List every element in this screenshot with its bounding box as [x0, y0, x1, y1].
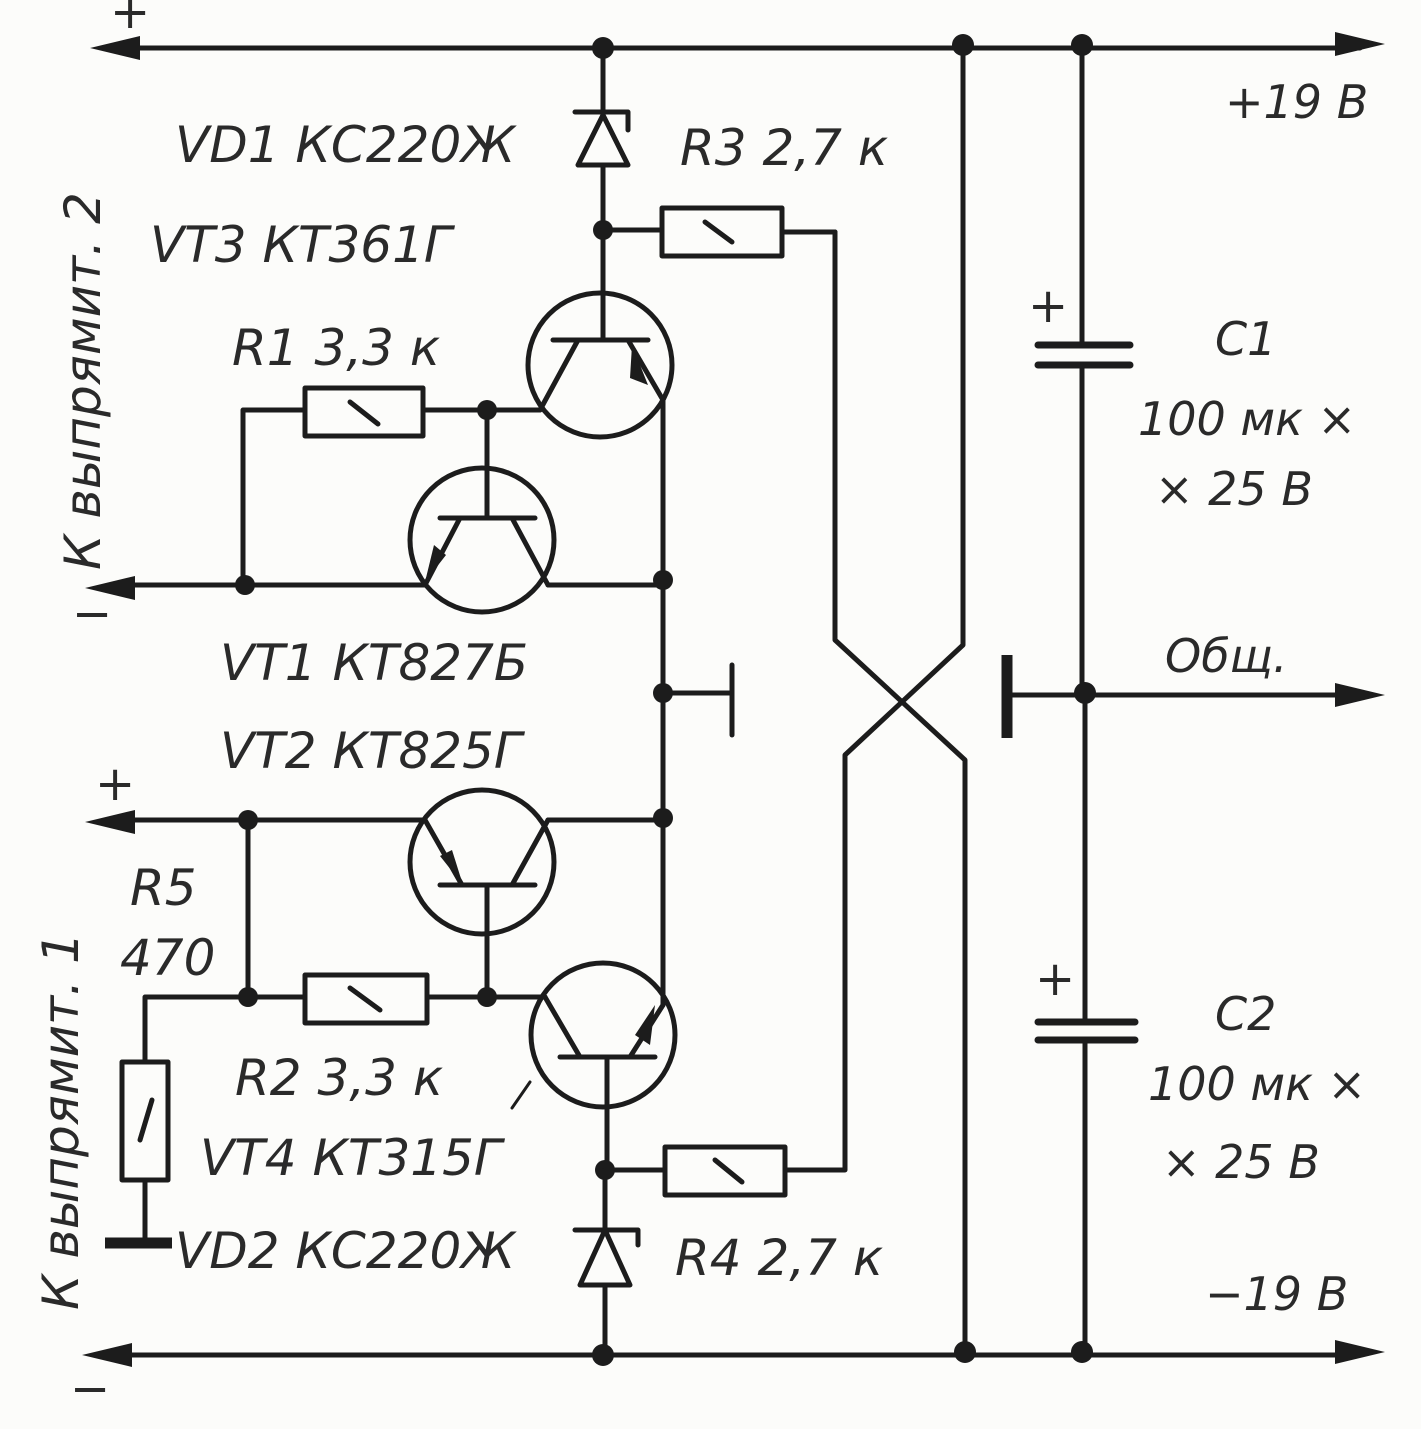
transistor-vt4	[510, 960, 678, 1173]
transistor-vt1	[407, 407, 557, 615]
emitter-arrow-icon	[635, 1005, 655, 1045]
resistor-r4	[662, 1144, 788, 1198]
capacitor-c1	[1034, 45, 1134, 696]
vt3-label: VT3 КТ361Г	[150, 216, 456, 274]
transistor-vt3	[525, 227, 675, 440]
transistor-vt2	[245, 787, 557, 1000]
rect1-label: К выпрямит. 1	[32, 932, 90, 1310]
vd1-label: VD1 КС220Ж	[175, 116, 517, 174]
junction	[952, 34, 974, 56]
cross-wires	[782, 45, 968, 1355]
common-rail	[1001, 655, 1385, 738]
resistor-r3	[659, 205, 785, 259]
positive-rail-label: +19 В	[1225, 75, 1368, 129]
junction	[477, 987, 497, 1007]
zener-diode-vd2	[572, 1167, 641, 1358]
vt1-label: VT1 КТ827Б	[220, 634, 528, 692]
resistor-r5	[119, 1059, 171, 1183]
c1-value-line1: 100 мк ×	[1138, 392, 1356, 446]
negative-rail	[82, 1340, 1385, 1367]
common-rail-label: Общ.	[1165, 629, 1288, 683]
c1-polarity-label: +	[1028, 278, 1068, 334]
c2-ref-label: C2	[1215, 987, 1276, 1041]
r2-label: R2 3,3 к	[235, 1049, 443, 1107]
c2-polarity-label: +	[1035, 951, 1075, 1007]
c2-value-line1: 100 мк ×	[1148, 1057, 1366, 1111]
c1-ref-label: C1	[1215, 312, 1276, 366]
junction	[1071, 34, 1093, 56]
c2-value-line2: × 25 В	[1162, 1135, 1320, 1189]
emitter-arrow-icon	[630, 345, 648, 385]
rect2-plus-label: +	[110, 0, 150, 40]
junction	[1071, 1341, 1093, 1363]
common-arrow-icon	[1335, 683, 1385, 707]
r1-label: R1 3,3 к	[232, 319, 440, 377]
rect1-minus-label: −	[70, 1361, 110, 1417]
rail-left-arrow-icon	[82, 1343, 132, 1367]
positive-rail	[90, 32, 1385, 60]
r5-value-label: 470	[120, 929, 215, 987]
rect2-label: К выпрямит. 2	[54, 192, 112, 570]
capacitor-c2	[1034, 690, 1139, 1355]
r3-label: R3 2,7 к	[680, 119, 888, 177]
emitter-arrow-icon	[440, 850, 463, 885]
emitter-arrow-icon	[425, 545, 446, 582]
negative-rail-label: −19 В	[1205, 1267, 1348, 1321]
rail-left-arrow-icon	[90, 36, 140, 60]
junction	[653, 570, 673, 590]
zener-diode-vd1	[572, 45, 631, 233]
rail-right-arrow-icon	[1335, 32, 1385, 56]
vt4-label: VT4 КТ315Г	[200, 1129, 506, 1187]
resistor-r2	[302, 972, 430, 1026]
resistor-r1	[302, 385, 426, 439]
junction	[653, 808, 673, 828]
r5-ref-label: R5	[130, 859, 197, 917]
c1-value-line2: × 25 В	[1155, 462, 1313, 516]
vd2-label: VD2 КС220Ж	[175, 1222, 517, 1280]
rail-right-arrow-icon	[1335, 1340, 1385, 1364]
input-arrow-icon	[85, 576, 135, 600]
r4-label: R4 2,7 к	[675, 1229, 883, 1287]
rect2-minus-label: −	[72, 586, 112, 642]
vt2-label: VT2 КТ825Г	[220, 722, 526, 780]
rect1-plus-label: +	[95, 756, 135, 812]
input-arrow-icon	[85, 810, 135, 834]
